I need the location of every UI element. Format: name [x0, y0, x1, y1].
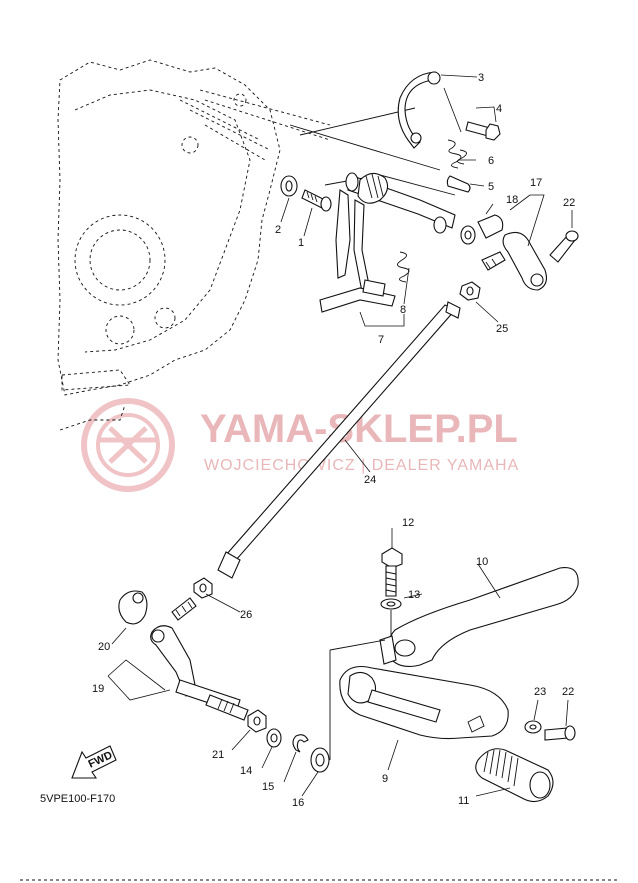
shift-rod-24: [217, 301, 461, 579]
fwd-arrow-icon: FWD: [71, 745, 117, 779]
spring-6: [447, 139, 467, 169]
callout-3: 3: [478, 72, 484, 84]
diagram-code: 5VPE100-F170: [40, 793, 115, 805]
spring-8: [397, 251, 410, 283]
callout-1: 1: [298, 237, 304, 249]
leader-lines: [107, 74, 573, 797]
peg-rubber-11: [475, 748, 554, 803]
washer-2: [280, 175, 298, 197]
callout-25: 25: [496, 323, 508, 335]
watermark-subtitle: WOJCIECHOWICZ | DEALER YAMAHA: [204, 457, 519, 474]
callout-19: 19: [92, 683, 104, 695]
nut-25: [459, 281, 481, 301]
callout-8: 8: [400, 304, 406, 316]
bolt-4: [465, 121, 501, 141]
callout-5: 5: [488, 181, 494, 193]
callout-16: 16: [292, 797, 304, 809]
bolt-22-upper: [549, 230, 579, 263]
circlip-15: [292, 734, 309, 753]
stopper-lever: [397, 71, 441, 149]
callout-labels: 3 4 6 5 17 18 22 2 1 8 7 25 24 12 10 13 …: [92, 72, 575, 809]
callout-26: 26: [240, 609, 252, 621]
callout-17: 17: [530, 177, 542, 189]
callout-2: 2: [275, 224, 281, 236]
bolt-22-lower: [544, 725, 576, 741]
washer-23: [524, 720, 542, 734]
collar-16: [310, 747, 330, 773]
callout-9: 9: [382, 773, 388, 785]
watermark-logo: [81, 398, 175, 492]
callout-4: 4: [496, 103, 502, 115]
callout-13: 13: [408, 589, 420, 601]
watermark: YAMA-SKLEP.PL WOJCIECHOWICZ | DEALER YAM…: [81, 398, 519, 492]
callout-7: 7: [378, 334, 384, 346]
callout-11: 11: [458, 795, 469, 807]
washer-13: [380, 598, 402, 610]
callout-20: 20: [98, 641, 110, 653]
callout-22-lower: 22: [562, 686, 574, 698]
nut-21: [247, 709, 267, 733]
callout-21: 21: [212, 749, 224, 761]
shift-arm-19: [150, 625, 249, 721]
callout-24: 24: [364, 474, 376, 486]
callout-6: 6: [488, 155, 494, 167]
nut-26: [193, 577, 213, 599]
callout-12: 12: [402, 517, 414, 529]
shift-arm-17: [481, 231, 547, 291]
stud-1: [301, 189, 332, 212]
thread-rod-lower: [171, 597, 197, 621]
pin-5: [446, 175, 471, 193]
callout-15: 15: [262, 781, 274, 793]
callout-18: 18: [506, 194, 518, 206]
shift-shaft-assembly: [319, 172, 456, 313]
shift-pedal-10: [379, 567, 579, 667]
washer-14: [266, 728, 282, 748]
callout-10: 10: [476, 556, 488, 568]
pedal-frame-9: [329, 639, 509, 760]
callout-14: 14: [240, 765, 252, 777]
callout-22-upper: 22: [563, 197, 575, 209]
callout-23: 23: [534, 686, 546, 698]
bolt-12: [381, 547, 403, 597]
collar-18: [460, 214, 504, 245]
crankcase-outline: [57, 59, 331, 431]
joint-20: [118, 590, 148, 625]
